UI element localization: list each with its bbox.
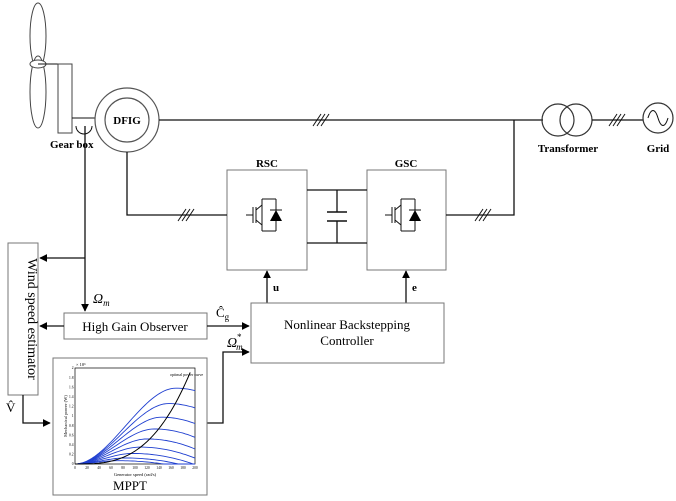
mppt-y-tick-label: 1 — [72, 414, 74, 418]
wind-speed-estimator-label: Wind speed estimator — [24, 258, 39, 380]
dfig-label: DFIG — [113, 115, 141, 127]
high-gain-observer-block — [63, 312, 208, 340]
grid-label: Grid — [647, 143, 670, 155]
igbt-diode-icon — [385, 198, 421, 232]
gsc-block — [366, 169, 447, 271]
mppt-power-curve — [74, 446, 196, 465]
dfig-icon — [94, 87, 160, 153]
mppt-y-tick-label: 0.4 — [69, 443, 74, 447]
controller-label-line2: Controller — [320, 333, 374, 348]
wind-speed-estimator-block — [7, 242, 39, 396]
mppt-x-tick-label: 140 — [156, 466, 162, 470]
backstepping-controller-block — [250, 302, 445, 364]
mppt-y-tick-label: 0.6 — [69, 433, 74, 437]
grid-source-icon — [642, 102, 674, 134]
mppt-exponent: × 10⁶ — [76, 362, 86, 367]
mppt-y-tick-label: 1.8 — [69, 376, 74, 380]
cg-label: Ĉg — [216, 305, 230, 322]
mppt-xlabel: Generator speed (rad/s) — [114, 472, 157, 477]
u-label: u — [273, 282, 279, 294]
three-phase-mark — [608, 113, 626, 127]
three-phase-mark — [312, 113, 330, 127]
wind-turbine-icon — [29, 2, 58, 129]
mppt-x-tick-label: 60 — [109, 466, 113, 470]
mppt-power-curve — [74, 438, 196, 465]
omega-ref-signal — [207, 348, 250, 424]
mppt-y-tick-label: 1.2 — [69, 405, 74, 409]
mppt-x-tick-label: 20 — [85, 466, 89, 470]
mppt-legend: optimal power curve — [170, 372, 203, 377]
coupling-icon — [75, 125, 93, 135]
igbt-diode-icon — [246, 198, 282, 232]
gearbox-block — [57, 63, 73, 134]
v-hat-label: V̂ — [6, 400, 16, 415]
mppt-x-tick-label: 40 — [97, 466, 101, 470]
mppt-x-tick-label: 180 — [180, 466, 186, 470]
rsc-label: RSC — [256, 158, 278, 170]
mppt-optimal-curve — [75, 372, 191, 465]
controller-label-line1: Nonlinear Backstepping — [284, 317, 410, 332]
rsc-block — [226, 169, 308, 271]
e-label: e — [412, 282, 417, 294]
mppt-x-tick-label: 0 — [74, 466, 76, 470]
mppt-x-tick-label: 80 — [121, 466, 125, 470]
mppt-x-tick-label: 100 — [132, 466, 138, 470]
gearbox-label: Gear box — [50, 139, 94, 151]
mppt-power-curve — [74, 416, 196, 465]
mppt-power-curve — [75, 460, 195, 465]
omega-ref-label: Ωm* — [227, 332, 243, 352]
gsc-label: GSC — [395, 158, 418, 170]
mppt-y-tick-label: 1.6 — [69, 385, 74, 389]
omega-m-label: Ωm — [93, 292, 110, 308]
mppt-y-tick-label: 0.2 — [69, 453, 74, 457]
mppt-ylabel: Mechanical power (W) — [63, 395, 68, 437]
v-hat-signal — [22, 395, 51, 427]
high-gain-observer-label: High Gain Observer — [82, 319, 188, 334]
mppt-power-curve — [75, 457, 195, 465]
mppt-power-curve — [74, 387, 196, 465]
mppt-power-curve — [74, 428, 196, 465]
mppt-x-tick-label: 120 — [144, 466, 150, 470]
mppt-power-curve — [74, 452, 196, 465]
mppt-x-tick-label: 200 — [192, 466, 198, 470]
dc-link — [307, 189, 367, 244]
mppt-power-chart: Mechanical power (W) Generator speed (ra… — [63, 362, 203, 477]
mppt-y-tick-label: 1.4 — [69, 395, 74, 399]
gsc-grid-line — [446, 120, 515, 216]
rotor-line — [126, 152, 227, 216]
mppt-x-tick-label: 160 — [168, 466, 174, 470]
mppt-y-tick-label: 0 — [72, 462, 74, 466]
mppt-y-tick-label: 0.8 — [69, 424, 74, 428]
transformer-label: Transformer — [538, 143, 598, 155]
mppt-y-tick-label: 2 — [72, 366, 74, 370]
mppt-label: MPPT — [113, 478, 147, 493]
transformer-icon — [541, 103, 593, 137]
